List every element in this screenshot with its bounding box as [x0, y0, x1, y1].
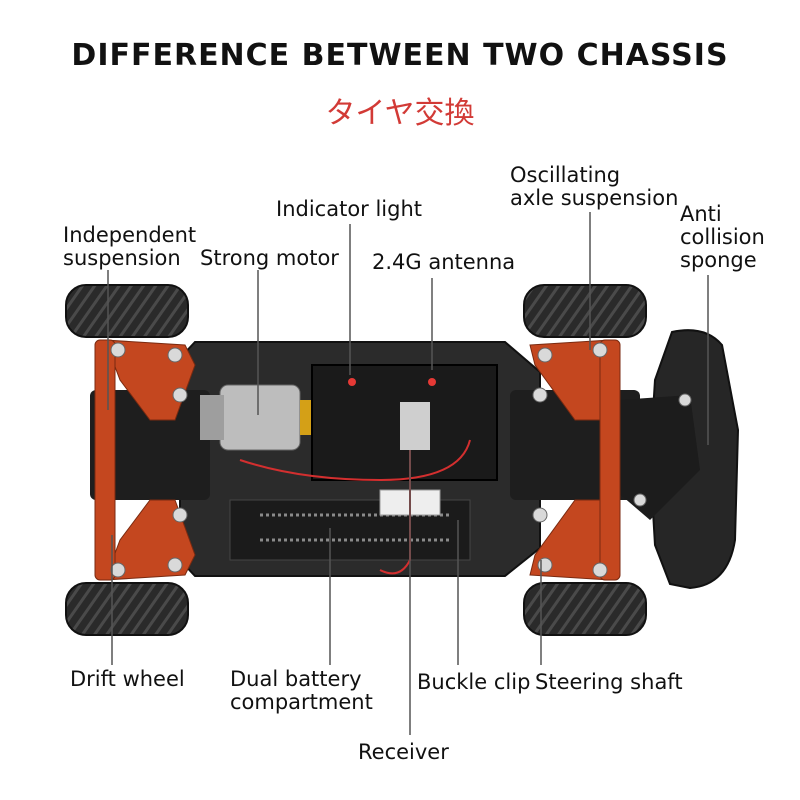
label-line: Anti	[680, 202, 722, 226]
label-line: Independent	[63, 223, 197, 247]
page-title: DIFFERENCE BETWEEN TWO CHASSIS	[71, 38, 729, 73]
label-line: suspension	[63, 246, 181, 270]
label-oscillating-axle: Oscillating axle suspension	[510, 164, 678, 210]
receiver-box	[311, 364, 498, 481]
label-line: Dual battery	[230, 667, 362, 691]
label-line: compartment	[230, 690, 373, 714]
label-line: collision	[680, 225, 765, 249]
battery-compartment	[229, 489, 471, 561]
label-drift-wheel: Drift wheel	[70, 667, 185, 691]
front-suspension-arms	[529, 339, 621, 581]
label-indicator-light: Indicator light	[276, 197, 423, 221]
label-steering-shaft: Steering shaft	[535, 670, 683, 694]
wheel-front-top	[523, 284, 647, 338]
label-antenna: 2.4G antenna	[372, 250, 516, 274]
label-buckle-clip: Buckle clip	[417, 670, 531, 694]
label-line: Oscillating	[510, 163, 621, 187]
ball-joints	[110, 342, 692, 578]
label-line: sponge	[680, 248, 757, 272]
label-anti-collision: Anti collision sponge	[680, 203, 765, 272]
wheel-rear-top	[65, 284, 189, 338]
bumper-mount	[615, 395, 700, 520]
label-receiver: Receiver	[358, 740, 449, 764]
page-subtitle: タイヤ交換	[325, 96, 475, 131]
label-line: axle suspension	[510, 186, 679, 210]
wheel-front-bottom	[523, 582, 647, 636]
wheel-rear-bottom	[65, 582, 189, 636]
label-dual-battery: Dual battery compartment	[230, 668, 373, 714]
motor	[200, 384, 314, 451]
red-wire	[239, 439, 471, 482]
label-strong-motor: Strong motor	[200, 246, 339, 270]
rear-axle-block	[90, 390, 210, 500]
callout-lines	[107, 212, 709, 735]
label-independent-suspension: Independent suspension	[63, 224, 196, 270]
